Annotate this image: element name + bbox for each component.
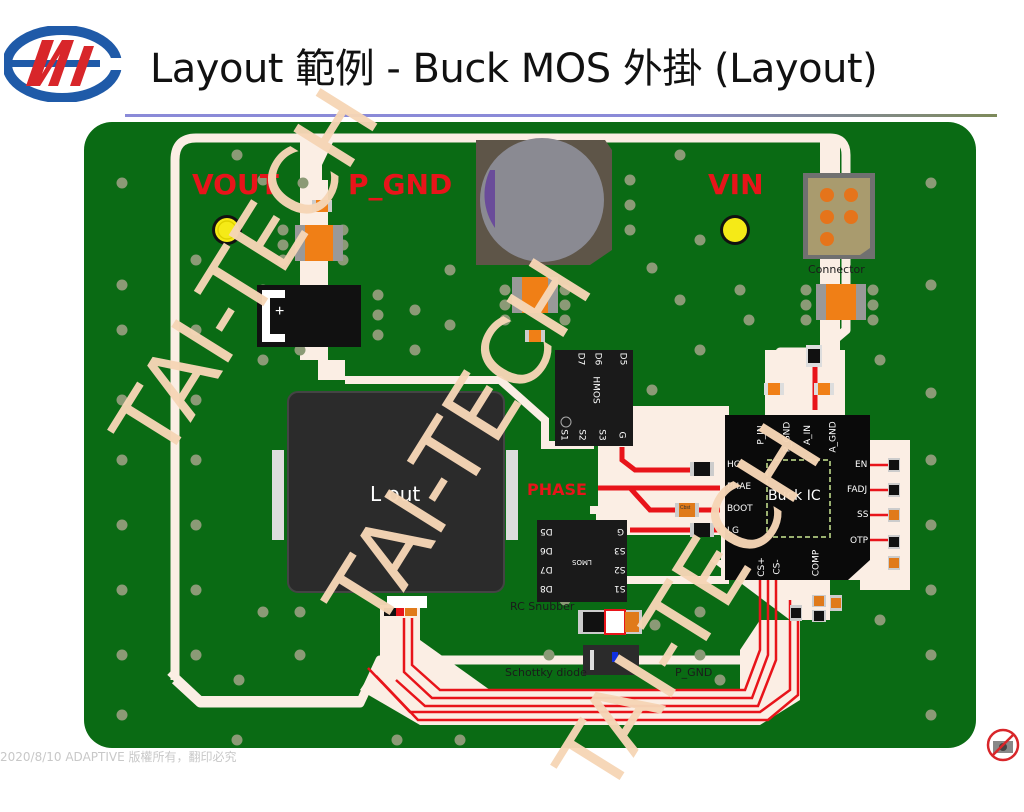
ic-pin-phae: PHAE bbox=[727, 482, 752, 492]
cap-polarity-label: + bbox=[275, 303, 285, 320]
net-label-vin: VIN bbox=[708, 168, 764, 201]
rc-snubber-label: RC Snubber bbox=[510, 600, 575, 613]
lmos-pin-d6: D6 bbox=[540, 545, 553, 555]
pcb-layout-diagram bbox=[116, 133, 937, 746]
lmos-label: LMOS bbox=[572, 558, 592, 566]
hmos-pin-s2: S2 bbox=[576, 429, 587, 441]
ic-pin-a-gnd: A_GND bbox=[828, 421, 839, 453]
ic-pin-hg: HG bbox=[727, 460, 741, 470]
title-divider bbox=[125, 114, 997, 117]
lmos-pin-g: G bbox=[617, 526, 624, 536]
hmos-pin-d5: D5 bbox=[617, 352, 628, 366]
lmos-pin-d8: D8 bbox=[540, 583, 553, 593]
ic-pin-fadj: FADJ bbox=[847, 485, 868, 495]
footer-text: 2020/8/10 ADAPTIVE 版權所有，翻印必究 bbox=[0, 750, 237, 764]
buck-ic-label: Buck IC bbox=[768, 488, 821, 504]
hmos-label: HMOS bbox=[590, 376, 601, 404]
ic-pin-otp: OTP bbox=[850, 536, 869, 546]
buck-ic-body bbox=[725, 415, 870, 580]
lmos-pin-d7: D7 bbox=[540, 564, 553, 574]
inductor-body bbox=[287, 391, 505, 593]
no-camera-icon bbox=[985, 727, 1021, 763]
hmos-pin-s1: S1 bbox=[558, 429, 569, 441]
page-title: Layout 範例 - Buck MOS 外掛 (Layout) bbox=[150, 46, 878, 92]
lmos-pin-s3: S3 bbox=[614, 545, 626, 555]
p-gnd-bottom-label: P_GND bbox=[675, 666, 713, 679]
ic-pin-ss: SS bbox=[857, 510, 869, 520]
net-label-phase: PHASE bbox=[527, 480, 587, 499]
ic-pin-lg: LG bbox=[727, 526, 739, 536]
lmos-body bbox=[537, 520, 627, 602]
lmos-pin-s2: S2 bbox=[614, 564, 626, 574]
hmos-pin-s3: S3 bbox=[596, 429, 607, 441]
cboot-label: Cbst bbox=[680, 505, 691, 511]
ic-pin-boot: BOOT bbox=[727, 504, 753, 514]
ic-pin-comp: COMP bbox=[811, 549, 822, 577]
lmos-pin-s1: S1 bbox=[614, 583, 626, 593]
ic-pin-en: EN bbox=[855, 460, 868, 470]
net-label-vout: VOUT bbox=[192, 168, 279, 201]
company-logo bbox=[2, 25, 122, 103]
schottky-label: Schottky diode bbox=[505, 666, 587, 679]
net-label-p-gnd: P_GND bbox=[348, 168, 453, 201]
hmos-pin-g: G bbox=[616, 431, 627, 439]
inductor-label: L out bbox=[370, 482, 421, 506]
hmos-body bbox=[555, 350, 633, 446]
company-logo-icon bbox=[2, 25, 122, 103]
hmos-pin-d6: D6 bbox=[592, 352, 603, 366]
lmos-pin-d5: D5 bbox=[540, 526, 553, 536]
connector-label: Connector bbox=[808, 263, 865, 276]
